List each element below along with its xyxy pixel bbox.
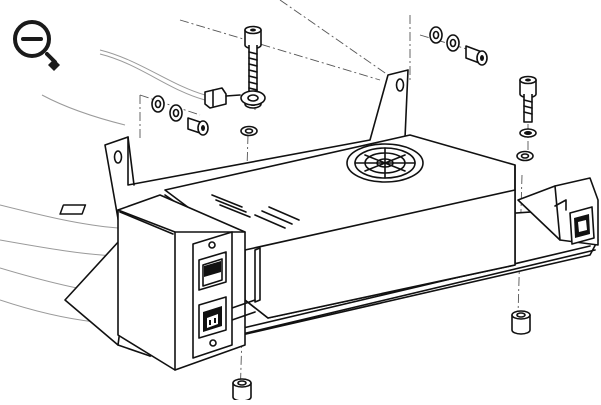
iec-socket <box>198 296 227 339</box>
right-fastener-group <box>429 26 488 66</box>
cooling-fan <box>346 143 424 183</box>
vent-slots <box>211 194 300 229</box>
iec-power-inlet <box>192 231 233 359</box>
power-switch <box>198 251 227 291</box>
zoom-out-button[interactable] <box>10 18 80 74</box>
flat-washer <box>240 125 534 162</box>
ground-ring-terminal <box>204 87 266 109</box>
standoff-spacer <box>232 310 531 402</box>
left-fastener-group <box>151 95 209 136</box>
socket-cap-screw <box>244 25 537 123</box>
zoom-out-icon[interactable] <box>10 18 80 74</box>
ground-wire <box>41 49 206 126</box>
rj45-connector <box>569 206 595 245</box>
